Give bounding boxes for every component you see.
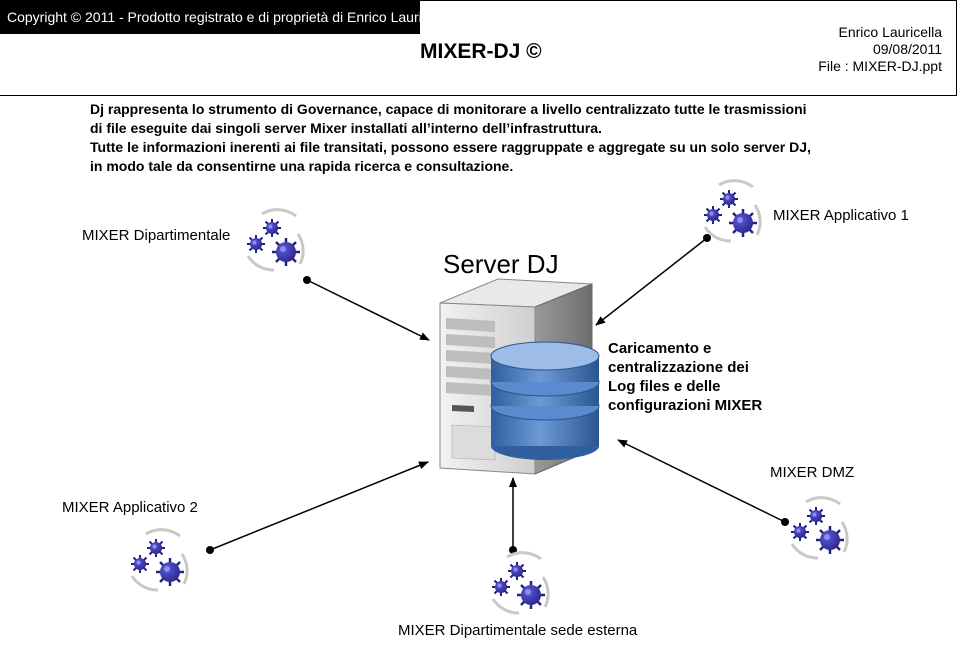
server-title: Server DJ (443, 249, 559, 279)
gear-cluster-icon (247, 210, 303, 270)
connector-dot (509, 546, 517, 554)
caption-line: Log files e delle (608, 378, 721, 395)
description-line: Dj rappresenta lo strumento di Governanc… (90, 101, 807, 117)
header-divider (0, 95, 957, 96)
caption-line: Caricamento e (608, 340, 712, 357)
description-line: di file eseguite dai singoli server Mixe… (90, 120, 602, 136)
gear-cluster-icon (704, 181, 760, 241)
author-name: Enrico Lauricella (838, 24, 943, 40)
document-date: 09/08/2011 (872, 41, 942, 57)
node-label-applicativo2: MIXER Applicativo 2 (62, 499, 198, 516)
caption-line: configurazioni MIXER (608, 397, 763, 414)
description-line: in modo tale da consentirne una rapida r… (90, 158, 514, 174)
connector-dot (303, 276, 311, 284)
copyright-banner: Copyright © 2011 - Prodotto registrato e… (0, 0, 451, 34)
gear-cluster-icon (492, 553, 548, 613)
header-top-border (0, 0, 957, 1)
caption-text: Caricamento e centralizzazione dei Log f… (608, 339, 762, 415)
connector-dot (206, 546, 214, 554)
gear-cluster-icon (131, 530, 187, 590)
caption-line: centralizzazione dei (608, 359, 749, 376)
connector-applicativo1 (595, 237, 708, 326)
gear-cluster-icon (791, 498, 847, 558)
page-title: MIXER-DJ © (420, 40, 542, 63)
node-label-applicativo1: MIXER Applicativo 1 (773, 207, 909, 224)
connector-dot (703, 234, 711, 242)
document-file: File : MIXER-DJ.ppt (818, 58, 942, 74)
node-label-dipartimentale: MIXER Dipartimentale (82, 227, 231, 244)
node-label-sede-esterna: MIXER Dipartimentale sede esterna (398, 622, 638, 639)
connector-dot (781, 518, 789, 526)
description-text: Dj rappresenta lo strumento di Governanc… (90, 100, 910, 176)
connector-dmz (617, 439, 786, 523)
document-meta: Enrico Lauricella 09/08/2011 File : MIXE… (818, 24, 942, 75)
database-icon (490, 341, 600, 460)
connector-dipartimentale (306, 279, 430, 341)
node-label-dmz: MIXER DMZ (770, 464, 855, 481)
description-line: Tutte le informazioni inerenti ai file t… (90, 139, 811, 155)
header-right-border (956, 0, 957, 96)
connector-applicativo2 (209, 461, 429, 551)
